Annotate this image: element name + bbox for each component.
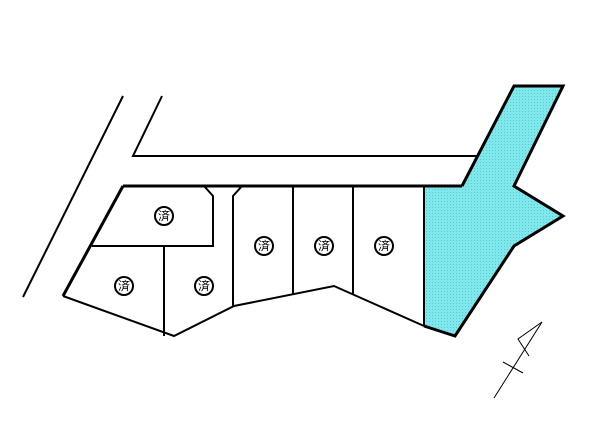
lot-4-sold-badge: 済: [254, 236, 274, 256]
north-arrow-icon: [493, 321, 543, 399]
lot-3-sold-badge: 済: [194, 276, 214, 296]
lot-5-sold-badge: 済: [314, 236, 334, 256]
lot-6-sold-badge: 済: [374, 236, 394, 256]
highlighted-lot-shape[interactable]: [424, 86, 563, 336]
lot-1-sold-badge: 済: [154, 206, 174, 226]
lot-2-sold-badge: 済: [114, 276, 134, 296]
road-lines: [22, 95, 477, 298]
